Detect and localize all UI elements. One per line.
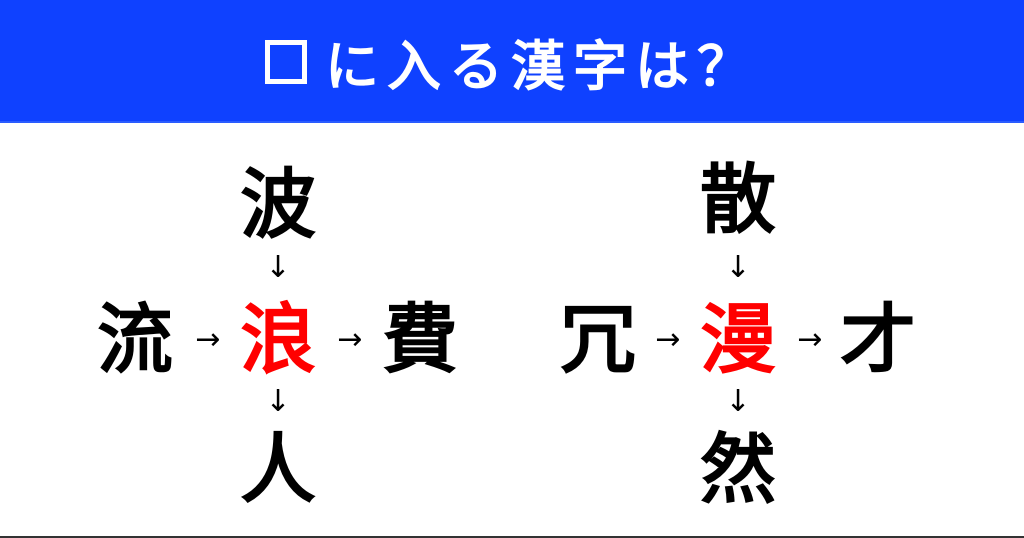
puzzle-1-top-kanji: 波 [240, 160, 316, 249]
bottom-divider [0, 536, 1024, 538]
down-arrow-icon: ↓ [265, 250, 291, 285]
right-arrow-icon: → [797, 322, 823, 357]
puzzle-1-left-kanji: 流 [97, 295, 173, 384]
right-arrow-icon: → [337, 322, 363, 357]
right-arrow-icon: → [195, 322, 221, 357]
puzzle-1-answer-kanji: 浪 [240, 295, 316, 384]
down-arrow-icon: ↓ [725, 384, 751, 419]
puzzle-2-bottom-kanji: 然 [700, 425, 776, 514]
down-arrow-icon: ↓ [265, 384, 291, 419]
right-arrow-icon: → [655, 322, 681, 357]
down-arrow-icon: ↓ [725, 250, 751, 285]
title-text: に入る漢字は？ [325, 35, 759, 98]
puzzle-1-bottom-kanji: 人 [240, 425, 316, 514]
blank-square-icon [265, 39, 307, 84]
header-banner: に入る漢字は？ [0, 0, 1024, 123]
puzzle-2-top-kanji: 散 [700, 155, 776, 244]
header-title: に入る漢字は？ [0, 0, 1024, 123]
puzzle-2-left-kanji: 冗 [560, 295, 636, 384]
puzzle-1-right-kanji: 費 [382, 295, 458, 384]
puzzle-2-right-kanji: 才 [840, 295, 916, 384]
puzzle-2-answer-kanji: 漫 [700, 295, 776, 384]
